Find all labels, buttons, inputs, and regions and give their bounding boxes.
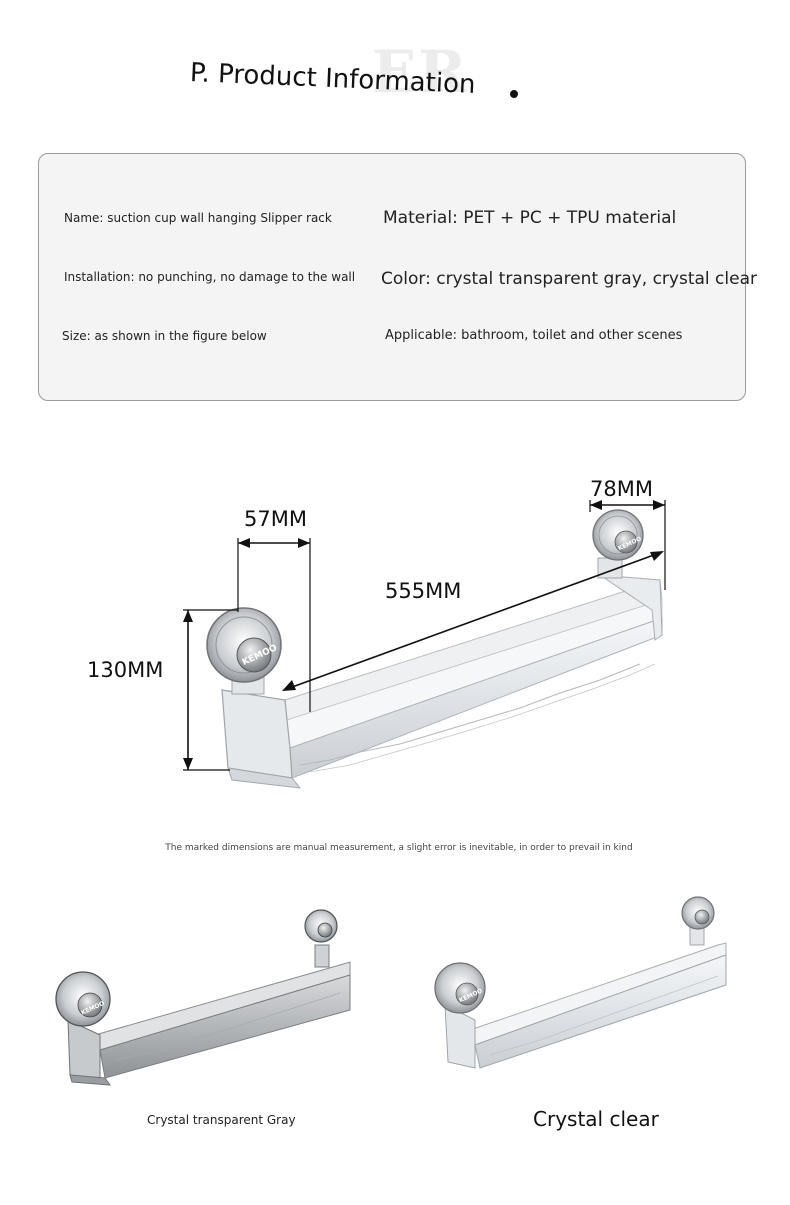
- main-shelf-product-image: KEMOO KEMOO: [206, 509, 663, 789]
- info-applicable: Applicable: bathroom, toilet and other s…: [385, 328, 683, 343]
- product-info-panel: [38, 153, 746, 401]
- depth-dimension-label: 57MM: [244, 507, 307, 531]
- variant-caption-gray: Crystal transparent Gray: [147, 1113, 296, 1127]
- info-size: Size: as shown in the figure below: [62, 329, 267, 343]
- info-color: Color: crystal transparent gray, crystal…: [381, 269, 757, 289]
- gray-variant-product-image: KEMOO: [55, 909, 351, 1086]
- length-dimension-label: 555MM: [385, 579, 462, 603]
- title-dot: [510, 90, 518, 98]
- dimension-lines: [183, 500, 666, 771]
- info-installation: Installation: no punching, no damage to …: [64, 270, 356, 284]
- info-material: Material: PET + PC + TPU material: [383, 208, 677, 228]
- clear-variant-product-image: KEMOO: [434, 896, 727, 1069]
- cup-dimension-label: 78MM: [590, 477, 653, 501]
- info-name: Name: suction cup wall hanging Slipper r…: [64, 211, 332, 225]
- measurement-note: The marked dimensions are manual measure…: [165, 843, 633, 853]
- variant-caption-clear: Crystal clear: [533, 1107, 659, 1131]
- height-dimension-label: 130MM: [87, 658, 164, 682]
- title-watermark: ER: [372, 38, 469, 106]
